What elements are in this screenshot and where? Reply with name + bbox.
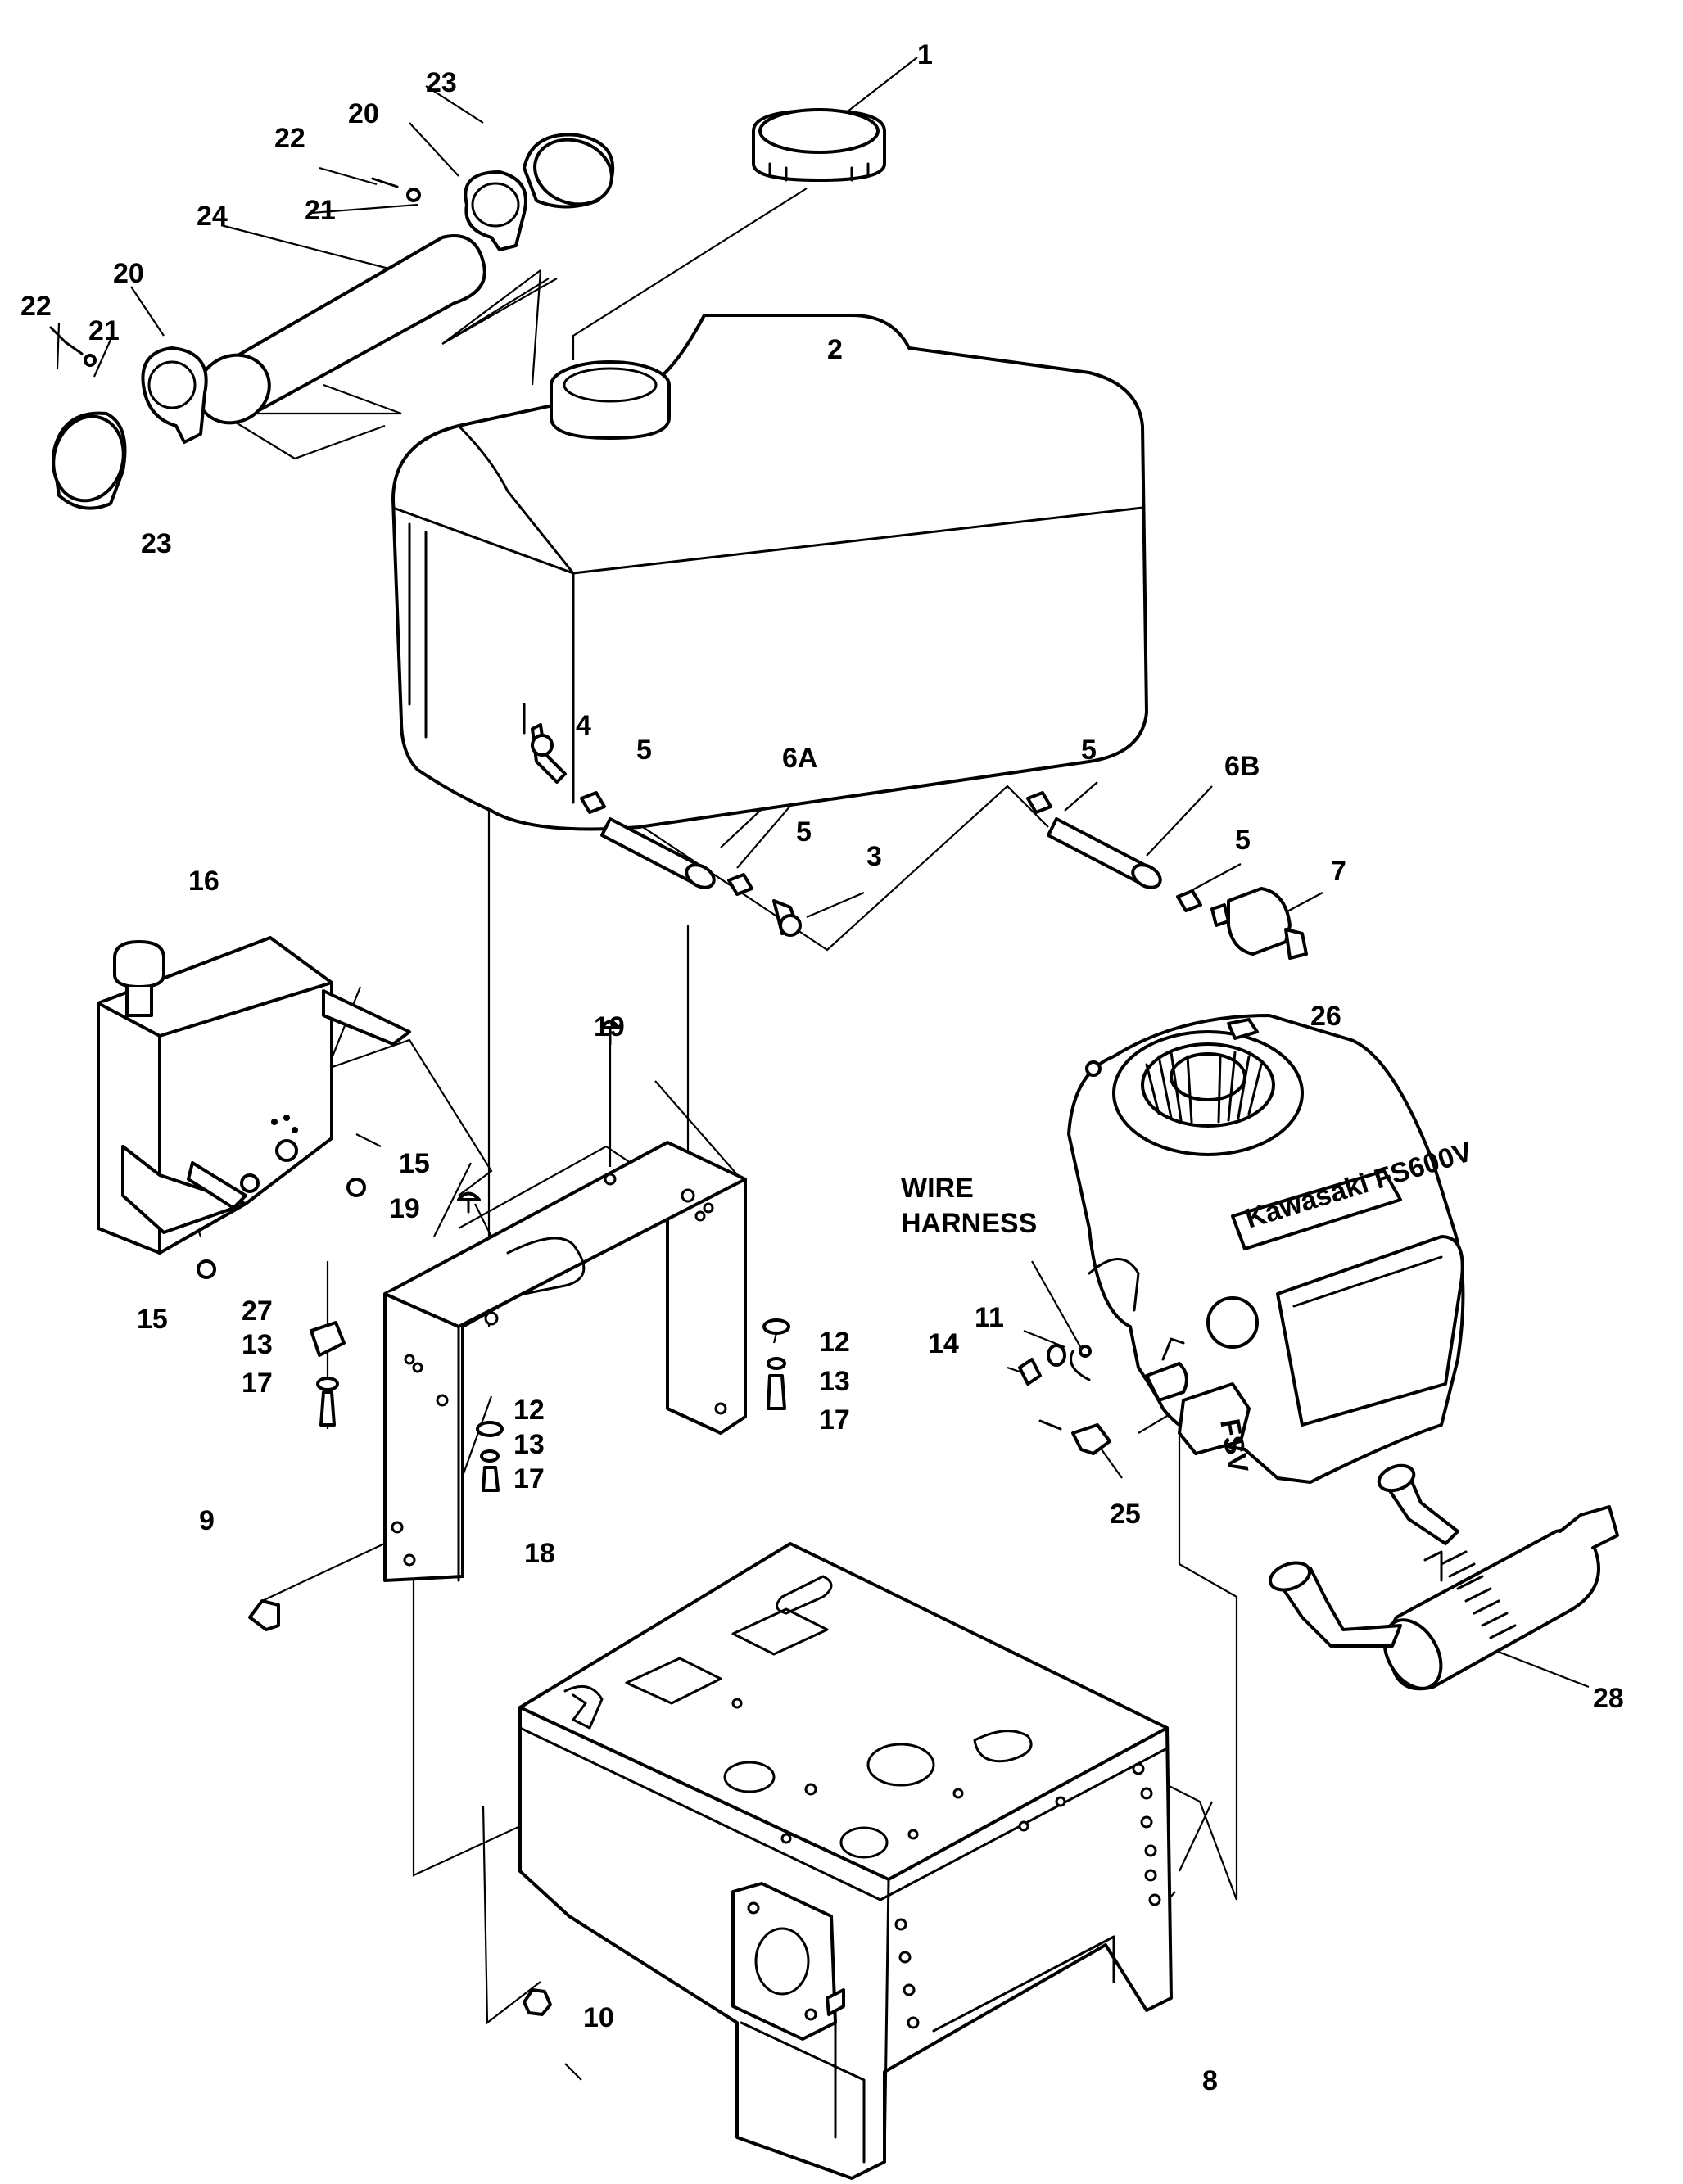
callout-17c: 17 bbox=[242, 1368, 273, 1399]
callout-1: 1 bbox=[917, 39, 933, 70]
callout-13b: 13 bbox=[513, 1429, 545, 1460]
wire-harness-label-line2: HARNESS bbox=[901, 1208, 1037, 1239]
fuel-cap bbox=[752, 108, 886, 182]
callout-8: 8 bbox=[1202, 2065, 1218, 2096]
muffler-heat-shield-pattern bbox=[1423, 1550, 1517, 1639]
callout-14: 14 bbox=[928, 1328, 959, 1359]
callout-19a: 19 bbox=[594, 1011, 625, 1042]
callout-15b: 15 bbox=[137, 1304, 168, 1335]
callout-24: 24 bbox=[197, 201, 228, 232]
callout-5d: 5 bbox=[1235, 825, 1251, 856]
main-frame bbox=[518, 1542, 1173, 2180]
engine: Kawasaki FS600V FSV bbox=[1018, 1014, 1476, 1484]
hardware bbox=[248, 1020, 790, 1631]
engine-fan-fins bbox=[1145, 1051, 1263, 1124]
callout-12a: 12 bbox=[819, 1327, 850, 1358]
engine-mount-bracket bbox=[383, 1141, 747, 1582]
callout-27: 27 bbox=[242, 1295, 273, 1327]
callout-4: 4 bbox=[576, 710, 591, 741]
callout-labels: 1 2 3 4 5 5 5 5 6A 6B 7 8 9 10 11 12 12 … bbox=[20, 39, 1624, 2096]
callout-28: 28 bbox=[1593, 1683, 1624, 1714]
intake-pipe-assembly bbox=[49, 133, 615, 510]
callout-21a: 21 bbox=[305, 195, 336, 226]
callout-5b: 5 bbox=[796, 816, 812, 848]
callout-23a: 23 bbox=[426, 67, 457, 98]
callout-2: 2 bbox=[827, 334, 843, 365]
exhaust-muffler bbox=[1268, 1463, 1619, 1691]
callout-25: 25 bbox=[1110, 1499, 1141, 1530]
callout-6b: 6B bbox=[1224, 751, 1260, 782]
callout-17b: 17 bbox=[513, 1463, 545, 1494]
callout-10: 10 bbox=[583, 2002, 614, 2033]
callout-16: 16 bbox=[188, 866, 219, 897]
callout-11: 11 bbox=[975, 1302, 1004, 1333]
callout-23b: 23 bbox=[141, 528, 172, 559]
callout-5a: 5 bbox=[636, 735, 652, 766]
callout-20b: 20 bbox=[113, 258, 144, 289]
fuel-tank bbox=[391, 314, 1148, 831]
callout-21b: 21 bbox=[88, 315, 120, 346]
callout-9: 9 bbox=[199, 1505, 215, 1536]
callout-5c: 5 bbox=[1081, 735, 1097, 766]
wire-harness-label-line1: WIRE bbox=[901, 1173, 974, 1204]
callout-13a: 13 bbox=[819, 1366, 850, 1397]
callout-13c: 13 bbox=[242, 1329, 273, 1360]
callout-6a: 6A bbox=[782, 743, 817, 774]
callout-20a: 20 bbox=[348, 98, 379, 129]
callout-7: 7 bbox=[1331, 856, 1346, 887]
callout-3: 3 bbox=[866, 841, 882, 872]
callout-22b: 22 bbox=[20, 291, 52, 322]
callout-26: 26 bbox=[1310, 1001, 1341, 1032]
fuel-line-fittings bbox=[531, 723, 1308, 960]
muffler-box bbox=[97, 936, 411, 1279]
callout-15a: 15 bbox=[399, 1148, 430, 1179]
callout-22a: 22 bbox=[274, 123, 305, 154]
callout-12b: 12 bbox=[513, 1395, 545, 1426]
callout-17a: 17 bbox=[819, 1404, 850, 1436]
callout-19b: 19 bbox=[389, 1193, 420, 1224]
callout-18: 18 bbox=[524, 1538, 555, 1569]
